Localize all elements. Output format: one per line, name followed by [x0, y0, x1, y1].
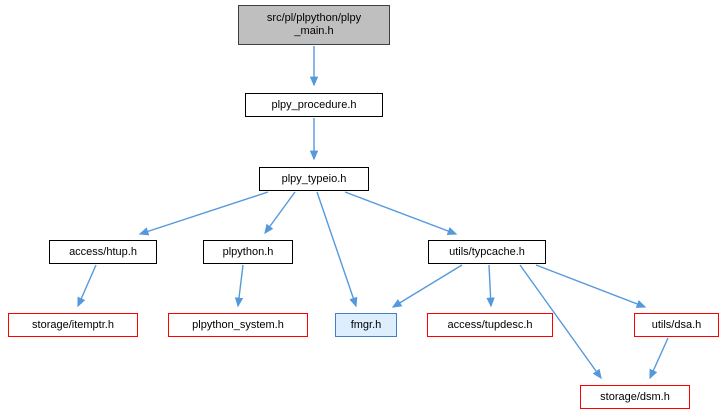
node-storage_dsm[interactable]: storage/dsm.h: [580, 385, 690, 409]
node-utils_dsa[interactable]: utils/dsa.h: [634, 313, 719, 337]
node-label: access/htup.h: [69, 245, 137, 258]
node-label: storage/itemptr.h: [32, 318, 114, 331]
edge-plpy_typeio-to-access_htup: [138, 191, 269, 236]
node-label: utils/typcache.h: [449, 245, 525, 258]
node-label: src/pl/plpython/plpy _main.h: [266, 12, 362, 37]
edge-plpy_typeio-to-plpython: [264, 191, 296, 235]
node-label: utils/dsa.h: [651, 318, 702, 331]
edge-utils_typcache-to-fmgr: [391, 264, 463, 308]
node-label: plpy_typeio.h: [281, 172, 347, 185]
node-access_htup[interactable]: access/htup.h: [49, 240, 157, 264]
node-label: plpython.h: [222, 245, 274, 258]
node-plpython_system[interactable]: plpython_system.h: [168, 313, 308, 337]
edge-utils_typcache-to-utils_dsa: [535, 264, 647, 308]
node-access_tupdesc[interactable]: access/tupdesc.h: [427, 313, 553, 337]
node-label: plpy_procedure.h: [271, 98, 357, 111]
node-fmgr[interactable]: fmgr.h: [335, 313, 397, 337]
node-plpython[interactable]: plpython.h: [203, 240, 293, 264]
node-label: plpython_system.h: [192, 318, 284, 331]
node-plpy_main[interactable]: src/pl/plpython/plpy _main.h: [238, 5, 390, 45]
edge-access_htup-to-storage_itemptr: [77, 264, 97, 308]
edge-plpython-to-plpython_system: [234, 264, 244, 308]
node-label: fmgr.h: [350, 318, 382, 331]
edge-utils_typcache-to-access_tupdesc: [486, 264, 495, 308]
node-utils_typcache[interactable]: utils/typcache.h: [428, 240, 546, 264]
edge-plpy_typeio-to-utils_typcache: [344, 191, 458, 235]
edge-plpy_typeio-to-fmgr: [316, 191, 358, 308]
node-label: access/tupdesc.h: [447, 318, 533, 331]
edge-utils_dsa-to-storage_dsm: [649, 337, 669, 380]
node-storage_itemptr[interactable]: storage/itemptr.h: [8, 313, 138, 337]
edge-utils_typcache-to-storage_dsm: [519, 264, 602, 380]
node-label: storage/dsm.h: [600, 390, 670, 403]
node-plpy_procedure[interactable]: plpy_procedure.h: [245, 93, 383, 117]
node-plpy_typeio[interactable]: plpy_typeio.h: [259, 167, 369, 191]
